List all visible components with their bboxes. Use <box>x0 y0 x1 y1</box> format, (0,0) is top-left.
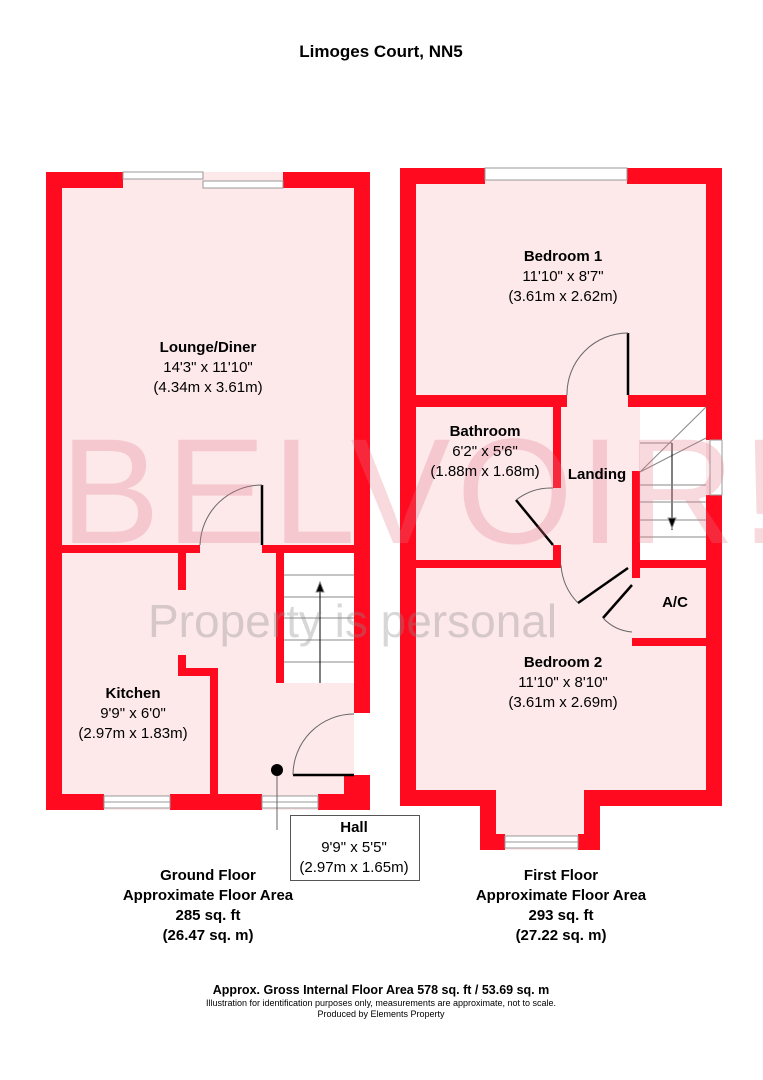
windows <box>103 171 319 809</box>
room-name: Landing <box>567 466 627 483</box>
room-name: A/C <box>662 594 688 611</box>
room-name: Kitchen <box>105 685 161 702</box>
area-label: Approximate Floor Area <box>122 887 294 904</box>
plan-title: Limoges Court, NN5 <box>299 42 463 61</box>
room-name: Lounge/Diner <box>159 339 257 356</box>
disclaimer: Illustration for identification purposes… <box>205 998 557 1008</box>
entrance-marker <box>271 764 283 776</box>
producer-credit: Produced by Elements Property <box>317 1009 445 1019</box>
room-imperial: 14'3" x 11'10" <box>163 359 253 376</box>
room-imperial: 9'9" x 6'0" <box>100 705 166 722</box>
hall-label-box <box>290 815 420 881</box>
room-metric: (1.88m x 1.68m) <box>430 463 540 480</box>
room-metric: (2.97m x 1.65m) <box>299 859 409 876</box>
room-metric: (3.61m x 2.69m) <box>508 694 618 711</box>
room-name: Bathroom <box>449 423 521 440</box>
total-area: Approx. Gross Internal Floor Area 578 sq… <box>212 983 550 997</box>
room-imperial: 6'2" x 5'6" <box>452 443 518 460</box>
room-imperial: 9'9" x 5'5" <box>321 839 387 856</box>
stairs-first <box>639 406 707 538</box>
area-sqft: 285 sq. ft <box>175 907 241 924</box>
room-label-bathroom: Bathroom 6'2" x 5'6" (1.88m x 1.68m) <box>430 422 539 482</box>
floor-label: First Floor <box>523 867 599 884</box>
room-name: Bedroom 2 <box>523 654 603 671</box>
doors-ground <box>199 484 355 830</box>
watermark-tagline: Property is personal <box>148 595 558 647</box>
windows-first <box>484 167 723 849</box>
room-metric: (3.61m x 2.62m) <box>508 288 618 305</box>
ground-walls <box>46 172 370 810</box>
room-imperial: 11'10" x 8'10" <box>518 674 608 691</box>
area-sqm: (27.22 sq. m) <box>515 927 607 944</box>
ground-floor-summary: Ground Floor Approximate Floor Area 285 … <box>123 866 293 946</box>
room-label-bedroom-2: Bedroom 2 11'10" x 8'10" (3.61m x 2.69m) <box>508 653 617 713</box>
room-label-lounge: Lounge/Diner 14'3" x 11'10" (4.34m x 3.6… <box>153 338 262 398</box>
first-walls <box>400 168 722 850</box>
room-name: Bedroom 1 <box>523 248 603 265</box>
room-metric: (4.34m x 3.61m) <box>153 379 263 396</box>
doors-first <box>515 332 633 633</box>
area-sqm: (26.47 sq. m) <box>162 927 254 944</box>
room-label-landing: Landing <box>568 465 626 485</box>
ground-floor-plan <box>46 171 370 830</box>
room-label-ac: A/C <box>662 593 688 613</box>
room-label-hall: Hall 9'9" x 5'5" (2.97m x 1.65m) <box>299 818 408 878</box>
area-sqft: 293 sq. ft <box>528 907 594 924</box>
room-label-bedroom-1: Bedroom 1 11'10" x 8'7" (3.61m x 2.62m) <box>508 247 617 307</box>
area-label: Approximate Floor Area <box>475 887 647 904</box>
room-metric: (2.97m x 1.83m) <box>78 725 188 742</box>
first-floor-plan <box>400 167 723 850</box>
room-imperial: 11'10" x 8'7" <box>522 268 604 285</box>
room-name: Hall <box>340 819 368 836</box>
first-floor-summary: First Floor Approximate Floor Area 293 s… <box>476 866 646 946</box>
stairs-ground <box>284 574 354 683</box>
floor-label: Ground Floor <box>160 867 256 884</box>
watermark-brand: BELVOIR! <box>60 407 763 575</box>
room-label-kitchen: Kitchen 9'9" x 6'0" (2.97m x 1.83m) <box>78 684 187 744</box>
